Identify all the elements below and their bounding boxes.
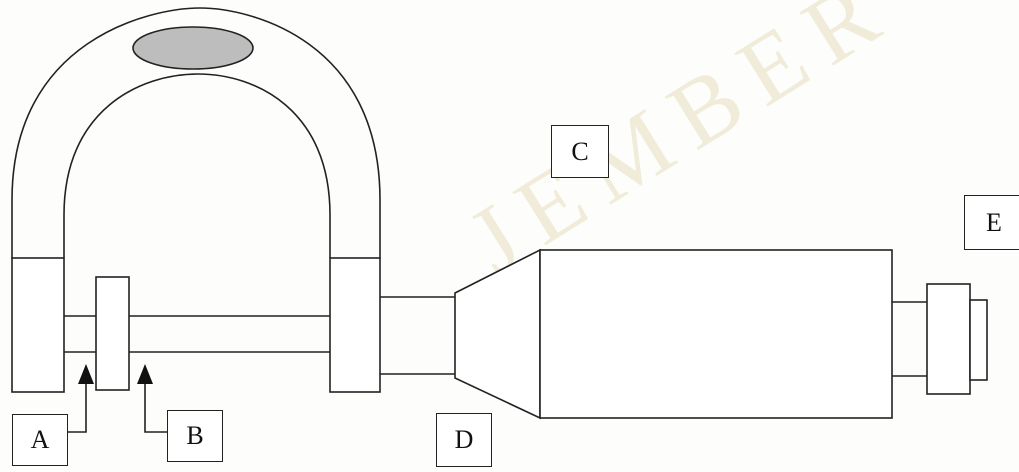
frame-right-foot	[329, 257, 381, 393]
anvil-face-block	[95, 276, 130, 391]
frame-left-foot	[11, 257, 65, 393]
ratchet-end-cap	[969, 299, 988, 381]
pointer-b-line	[144, 382, 167, 433]
label-c: C	[551, 125, 609, 178]
frame-plate-oval	[132, 26, 254, 70]
pointer-a-arrowhead	[78, 364, 94, 384]
frame-outer-arc	[11, 7, 381, 258]
label-a: A	[12, 414, 68, 466]
pointer-a-line	[68, 382, 87, 433]
thimble-cone	[454, 248, 541, 420]
frame-inner-arc	[63, 73, 331, 258]
pointer-b-arrowhead	[137, 364, 153, 384]
label-b: B	[167, 410, 223, 462]
label-d: D	[436, 413, 492, 467]
thimble-barrel	[539, 249, 893, 419]
label-e: E	[964, 195, 1019, 250]
ratchet-knob	[926, 283, 971, 395]
